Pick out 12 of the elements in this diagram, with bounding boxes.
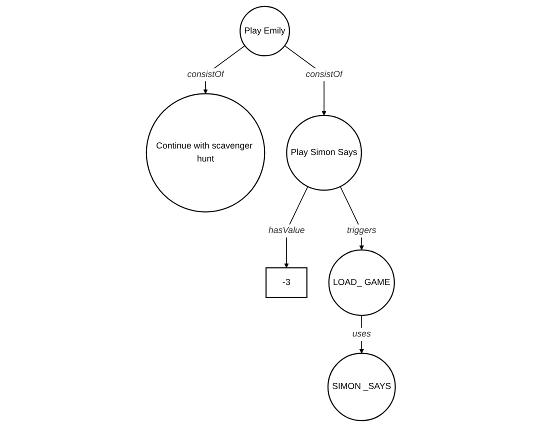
node-circle: Play Emily: [240, 6, 290, 56]
node-circle: LOAD_ GAME: [328, 249, 396, 316]
node-circle: Play Simon Says: [286, 114, 362, 191]
edge-label: uses: [352, 329, 372, 339]
edge-label: triggers: [347, 226, 376, 236]
arrow: [359, 314, 364, 354]
edge-label: consistOf: [306, 70, 343, 80]
node-circle: SIMON _SAYS: [328, 352, 396, 422]
node-box: -3: [266, 267, 308, 298]
node-circle: Continue with scavenger hunt: [146, 93, 266, 212]
edge-label: hasValue: [268, 226, 305, 236]
edge-label: consistOf: [187, 70, 224, 80]
